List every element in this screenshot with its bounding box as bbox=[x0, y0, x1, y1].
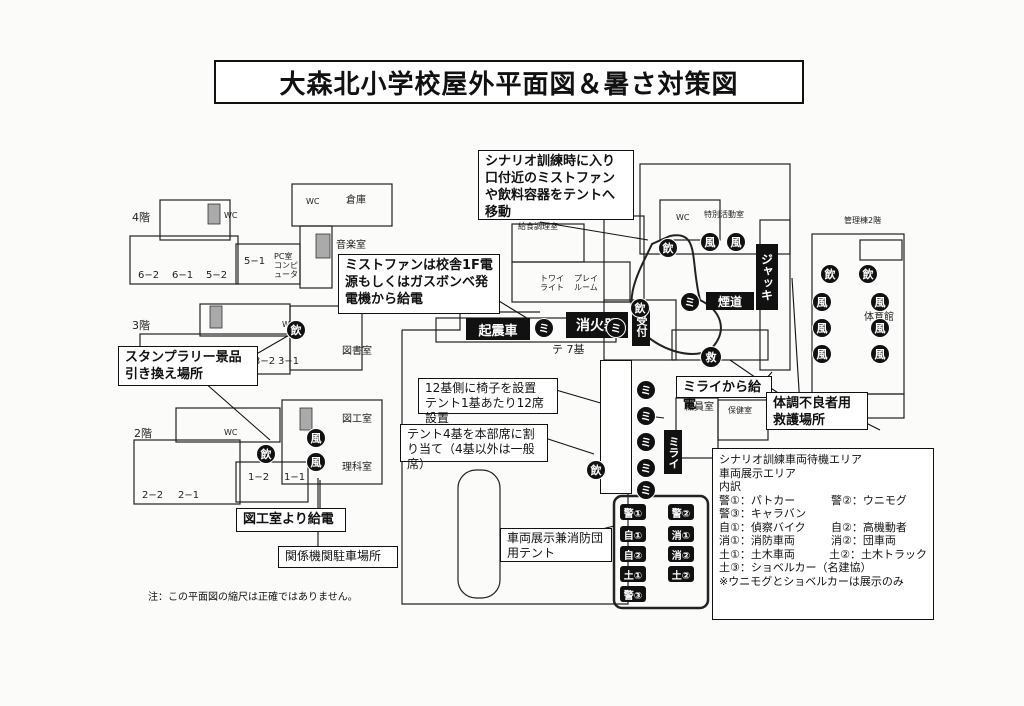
drink-icon: 飲 bbox=[586, 460, 606, 480]
callout-stamp-rally: スタンプラリー景品引き換え場所 bbox=[118, 346, 258, 386]
legend-title-2: 車両展示エリア bbox=[719, 466, 796, 480]
fan-icon: 風 bbox=[870, 318, 890, 338]
mist-fan-icon: ミ bbox=[636, 432, 656, 452]
block-jyukki: ジャッキ bbox=[756, 244, 778, 310]
mist-fan-icon: ミ bbox=[680, 292, 700, 312]
fan-icon: 風 bbox=[306, 452, 326, 472]
callout-tents-hq: テント4基を本部席に割り当て（4基以外は一般席） bbox=[400, 424, 548, 471]
label-tent7: テ 7基 bbox=[552, 343, 585, 356]
drink-icon: 飲 bbox=[820, 264, 840, 284]
room-5-2: 5−2 bbox=[206, 270, 228, 281]
drink-icon: 飲 bbox=[858, 264, 878, 284]
callout-chairs: 12基側に椅子を設置 テント1基あたり12席設置 bbox=[418, 378, 558, 425]
drink-icon: 飲 bbox=[630, 298, 650, 318]
floor-label-4: 4階 bbox=[132, 211, 150, 224]
room-shokuin: 職員室 bbox=[684, 402, 714, 413]
room-6-2: 6−2 bbox=[138, 270, 160, 281]
legend-row: 警③：キャラバン bbox=[719, 507, 807, 520]
room-souko: 倉庫 bbox=[346, 195, 366, 206]
room-wc: WC bbox=[224, 428, 238, 437]
room-1-2: 1−2 bbox=[248, 472, 270, 483]
room-zukoushitsu: 図工室 bbox=[342, 414, 372, 425]
callout-mistfan-move: シナリオ訓練時に入り口付近のミストファンや飲料容器をテントへ移動 bbox=[478, 150, 634, 220]
first-aid-icon: 救 bbox=[700, 346, 722, 368]
callout-mistfan-power: ミストファンは校舎1F電源もしくはガスボンベ発電機から給電 bbox=[338, 254, 500, 314]
room-kanrito: 管理棟2階 bbox=[844, 216, 882, 225]
callout-parking: 関係機関駐車場所 bbox=[278, 546, 398, 568]
room-kyushoku: 給食調理室 bbox=[518, 222, 558, 231]
mist-fan-icon: ミ bbox=[636, 406, 656, 426]
room-3-1: 3−1 bbox=[278, 356, 300, 367]
legend-box: シナリオ訓練車両待機エリア 車両展示エリア 内訳 警①：パトカー警②：ウニモグ … bbox=[712, 448, 934, 620]
drink-icon: 飲 bbox=[286, 320, 306, 340]
callout-vehicle-tent: 車両展示兼消防団用テント bbox=[500, 528, 612, 562]
legend-row: ※ウニモグとショベルカーは展示のみ bbox=[719, 574, 904, 588]
room-tokubetsu: 特別活動室 bbox=[704, 210, 744, 219]
drink-icon: 飲 bbox=[658, 238, 678, 258]
room-pc: PC室 コンピュータ bbox=[274, 252, 298, 279]
callout-mirai-power: ミライから給電 bbox=[676, 376, 772, 412]
room-wc: WC bbox=[306, 197, 320, 206]
mist-fan-icon: ミ bbox=[636, 458, 656, 478]
fan-icon: 風 bbox=[812, 344, 832, 364]
room-playroom: プレイルーム bbox=[574, 274, 598, 292]
vehicle-jsdf-1: 自① bbox=[620, 526, 646, 542]
room-toshoshitsu: 図書室 bbox=[342, 346, 372, 357]
callout-zukoushitsu-power: 図工室より給電 bbox=[236, 508, 346, 532]
vehicle-jsdf-2: 自② bbox=[620, 546, 646, 562]
room-hokenshitsu: 保健室 bbox=[728, 406, 752, 415]
legend-row: 土③：ショベルカー（名建協） bbox=[719, 561, 872, 574]
vehicle-civil-2: 土② bbox=[668, 566, 694, 582]
mist-fan-icon: ミ bbox=[636, 380, 656, 400]
block-kansen: 煙道 bbox=[706, 292, 754, 310]
tent-strip bbox=[600, 360, 632, 494]
room-5-1: 5−1 bbox=[244, 256, 266, 267]
scale-note: 注：この平面図の縮尺は正確ではありません。 bbox=[148, 592, 358, 603]
room-2-2: 2−2 bbox=[142, 490, 164, 501]
legend-row: 警①：パトカー警②：ウニモグ bbox=[719, 493, 907, 507]
legend-row: 消①：消防車両消②：団車両 bbox=[719, 534, 896, 547]
room-taiikukan: 体育館 bbox=[864, 312, 894, 323]
room-wc: WC bbox=[224, 211, 238, 220]
room-ongakushitsu: 音楽室 bbox=[336, 240, 366, 251]
vehicle-fire-1: 消① bbox=[668, 526, 694, 542]
room-6-1: 6−1 bbox=[172, 270, 194, 281]
room-wc: WC bbox=[676, 213, 690, 222]
fan-icon: 風 bbox=[812, 292, 832, 312]
legend-title-1: シナリオ訓練車両待機エリア bbox=[719, 453, 862, 466]
callout-rescue-area: 体調不良者用救護場所 bbox=[766, 392, 868, 430]
legend-row: 自①：偵察バイク自②：高機動者 bbox=[719, 520, 907, 534]
room-2-1: 2−1 bbox=[178, 490, 200, 501]
mist-fan-icon: ミ bbox=[606, 318, 626, 338]
vehicle-civil-1: 土① bbox=[620, 566, 646, 582]
fan-icon: 風 bbox=[700, 232, 720, 252]
vehicle-police-1: 警① bbox=[620, 504, 646, 520]
room-1-1: 1−1 bbox=[284, 472, 306, 483]
drink-icon: 飲 bbox=[256, 444, 276, 464]
mist-fan-icon: ミ bbox=[636, 480, 656, 500]
fan-icon: 風 bbox=[870, 344, 890, 364]
legend-row: 土①：土木車両土②：土木トラック bbox=[719, 547, 927, 561]
fan-icon: 風 bbox=[726, 232, 746, 252]
floor-label-2: 2階 bbox=[134, 427, 152, 440]
block-kishoukan: 起震車 bbox=[466, 318, 530, 340]
room-3-2: 3−2 bbox=[254, 356, 276, 367]
legend-title-3: 内訳 bbox=[719, 480, 741, 493]
fan-icon: 風 bbox=[812, 318, 832, 338]
block-mirai: ミライ bbox=[664, 430, 682, 474]
floor-label-3: 3階 bbox=[132, 319, 150, 332]
room-toilet: トワイライト bbox=[540, 274, 564, 292]
vehicle-police-2: 警② bbox=[668, 504, 694, 520]
mist-fan-icon: ミ bbox=[534, 318, 554, 338]
fan-icon: 風 bbox=[870, 292, 890, 312]
vehicle-fire-2: 消② bbox=[668, 546, 694, 562]
page-title: 大森北小学校屋外平面図＆暑さ対策図 bbox=[214, 60, 804, 104]
fan-icon: 風 bbox=[306, 428, 326, 448]
vehicle-police-3: 警③ bbox=[620, 586, 646, 602]
room-rikashitsu: 理科室 bbox=[342, 462, 372, 473]
